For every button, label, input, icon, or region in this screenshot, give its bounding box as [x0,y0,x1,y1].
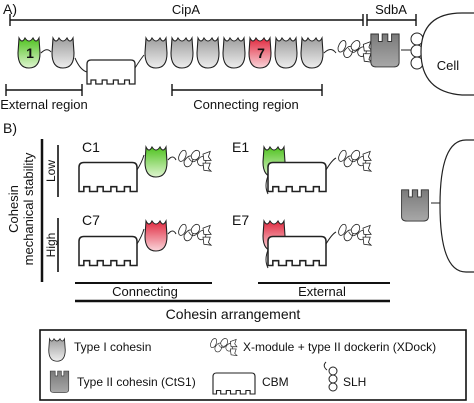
construct-name: C7 [82,212,100,228]
xdock-icon [178,149,212,172]
type-i-cohesin-icon [48,338,66,362]
cohesin-2-icon [51,37,75,69]
type-ii-cohesin-icon [49,370,70,393]
construct-e1: E1 [232,139,372,195]
construct-c7: C7 [78,212,212,267]
sdba-anchor [370,32,424,70]
cohesin-5-icon [196,37,220,69]
sdba-label: SdbA [375,2,407,17]
external-region-label: External region [0,97,87,112]
construct-name: E1 [232,139,249,155]
legend-slh: SLH [343,375,366,389]
cohesin-7-number: 7 [257,45,265,61]
xdock-icon [178,223,212,246]
cell-shape [420,12,474,96]
legend-type1: Type I cohesin [74,340,151,354]
linker [134,54,145,69]
connecting-region-label: Connecting region [193,97,299,112]
construct-c1: C1 [78,139,212,193]
panel-a-label: A) [3,1,17,17]
cipa-bracket [9,14,364,26]
sdba-anchor-b [401,189,440,222]
cipa-scaffold: 1 7 [17,37,373,85]
cohesin-4-icon [170,37,194,69]
cell-label: Cell [437,58,460,73]
cohesin-9-icon [300,37,324,69]
sdba-bracket [366,14,417,26]
cohesin-1-number: 1 [26,45,34,61]
xdock-icon [338,149,372,172]
legend-xdock: X-module + type II dockerin (XDock) [243,340,436,354]
cipa-label: CipA [172,2,201,17]
cell-shape-b [439,139,474,273]
cohesin-7-icon [144,220,168,252]
cohesin-3-icon [144,37,168,69]
construct-name: E7 [232,212,249,228]
cbm-icon [78,161,138,193]
panel-b-label: B) [3,120,17,136]
high-label: High [44,233,58,258]
cohesin-1-icon [144,146,168,178]
linker [323,49,337,54]
linker [40,49,52,54]
type-ii-cohesin-icon [370,33,400,68]
xdock-icon [337,40,373,63]
legend-cbm: CBM [262,375,289,389]
cbm-icon [78,235,138,267]
cohesin-6-icon [222,37,246,69]
cbm-icon [212,372,256,395]
legend-type2: Type II cohesin (CtS1) [77,375,196,389]
construct-name: C1 [82,139,100,155]
cbm-icon [267,235,327,267]
xdock-icon [338,223,372,246]
cbm-icon [267,161,327,193]
x-axis-title: Cohesin arrangement [166,306,301,322]
connecting-label: Connecting [112,284,178,299]
type-ii-cohesin-icon [401,189,429,222]
cohesin-8-icon [274,37,298,69]
construct-e7: E7 [232,212,372,269]
y-axis-title-line1: Cohesin [6,185,21,233]
external-region-bracket [5,84,83,96]
low-label: Low [44,160,58,182]
connecting-region-bracket [171,84,323,96]
external-label: External [298,284,346,299]
cbm-icon [86,59,136,85]
slh-icon [323,361,338,392]
y-axis-title-line2: mechanical stability [21,152,36,265]
linker [74,57,88,73]
